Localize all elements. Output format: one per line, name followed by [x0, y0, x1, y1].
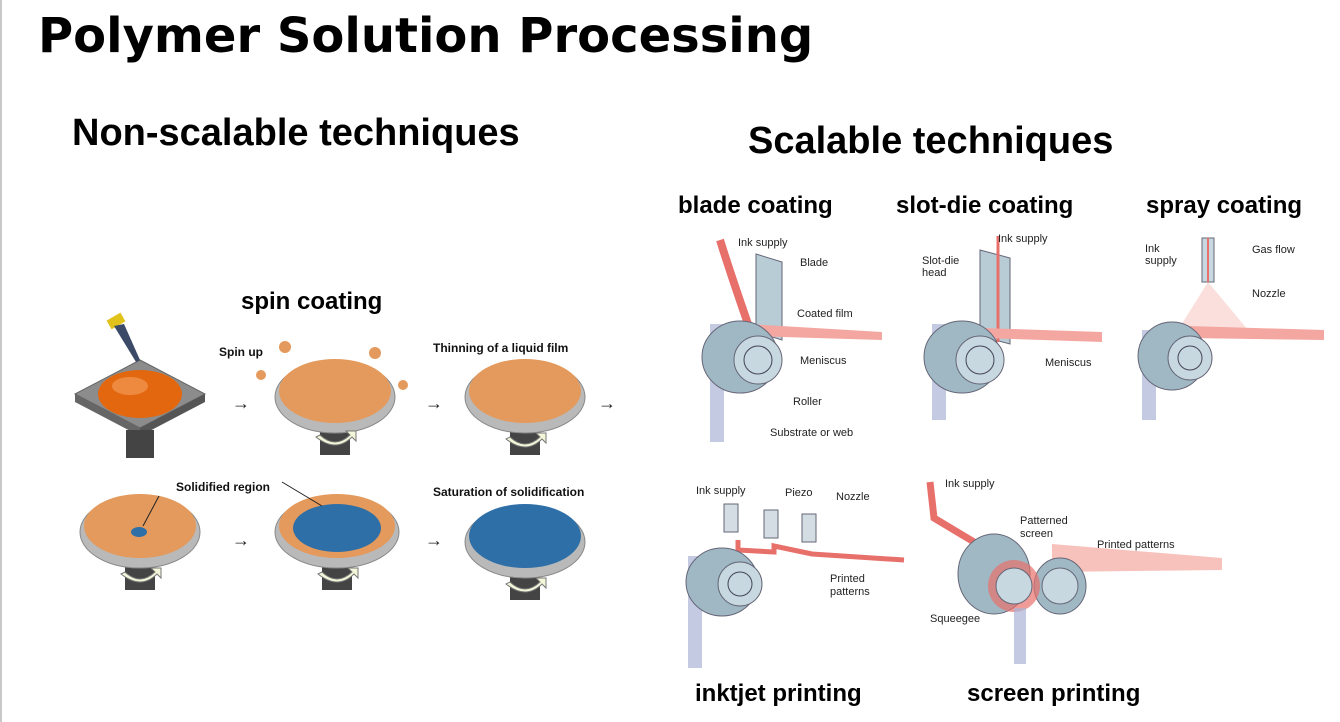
screen-ink-supply-label: Ink supply: [945, 478, 995, 490]
screen-patterned-label-2: screen: [1020, 528, 1054, 540]
dropper-substrate-illustration: [73, 312, 207, 458]
inkjet-ink-supply-label: Ink supply: [696, 485, 746, 497]
inkjet-heads: [723, 503, 817, 543]
spray-coating-caption: spray coating: [1146, 192, 1303, 219]
process-arrow: →: [598, 393, 616, 413]
spin-disc-4: [274, 481, 400, 590]
slot-head-label-1: Slot-die: [922, 255, 960, 267]
inkjet-printed-label-2: patterns: [830, 586, 870, 598]
spray-cone: [1178, 282, 1248, 330]
process-arrow: →: [425, 393, 443, 413]
spin-disc-2: [464, 359, 586, 455]
spray-coating-illustration: [1137, 237, 1324, 420]
blade-coated-film-label: Coated film: [797, 308, 853, 320]
solidified-label: Solidified region: [176, 480, 271, 494]
screen-printing-caption: screen printing: [967, 680, 1141, 707]
screen-printed-label: Printed patterns: [1097, 539, 1175, 551]
printed-patterns-film: [1052, 544, 1222, 572]
coated-film: [748, 324, 882, 340]
blade-substrate-label: Substrate or web: [770, 427, 854, 439]
spin-coating-caption: spin coating: [241, 288, 383, 315]
slot-ink-supply-label: Ink supply: [998, 233, 1048, 245]
slot-meniscus-label: Meniscus: [1045, 357, 1092, 369]
saturation-label: Saturation of solidification: [433, 485, 585, 499]
blade-coating-caption: blade coating: [678, 192, 833, 219]
page-title: Polymer Solution Processing: [38, 8, 814, 64]
screen-ink-tube: [926, 481, 986, 552]
spin-disc-5: [464, 504, 586, 600]
spray-gas-flow-label: Gas flow: [1252, 244, 1295, 256]
slot-film: [982, 328, 1102, 342]
screen-patterned-label-1: Patterned: [1020, 515, 1068, 527]
process-arrow: →: [425, 530, 443, 550]
non-scalable-heading: Non-scalable techniques: [72, 112, 520, 154]
slot-die-head: [979, 249, 1011, 345]
blade-roller-label: Roller: [793, 396, 822, 408]
spin-up-label: Spin up: [219, 345, 263, 359]
screen-squeegee-label: Squeegee: [930, 613, 981, 625]
slot-head-label-2: head: [922, 267, 947, 279]
dropper-icon: [106, 312, 140, 362]
spin-chuck: [126, 430, 154, 458]
inkjet-piezo-label: Piezo: [785, 487, 813, 499]
inkjet-nozzle-label: Nozzle: [836, 491, 870, 503]
spray-nozzle-label: Nozzle: [1252, 288, 1286, 300]
blade-ink-supply-label: Ink supply: [738, 237, 788, 249]
process-arrow: →: [232, 393, 250, 413]
spin-disc-3: [79, 494, 201, 590]
ink-supply-tube: [716, 238, 752, 326]
blade-coating-illustration: [701, 238, 882, 442]
slide-left-border: [0, 0, 2, 722]
blade-meniscus-label: Meniscus: [800, 355, 847, 367]
blade: [755, 253, 783, 341]
inkjet-illustration: [685, 503, 905, 668]
spray-ink-label-1: Ink: [1145, 243, 1160, 255]
screen-printing-illustration: [926, 481, 1222, 664]
spin-disc-1: [256, 341, 408, 455]
inkjet-printed-label-1: Printed: [830, 573, 865, 585]
inkjet-printing-caption: inktjet printing: [695, 680, 862, 707]
scalable-heading: Scalable techniques: [748, 120, 1114, 162]
thinning-label: Thinning of a liquid film: [433, 341, 569, 355]
blade-label: Blade: [800, 257, 829, 269]
ink-drop: [98, 370, 182, 418]
process-arrow: →: [232, 530, 250, 550]
slot-die-illustration: [923, 236, 1102, 420]
spray-ink-label-2: supply: [1145, 255, 1177, 267]
slot-die-caption: slot-die coating: [896, 192, 1074, 219]
